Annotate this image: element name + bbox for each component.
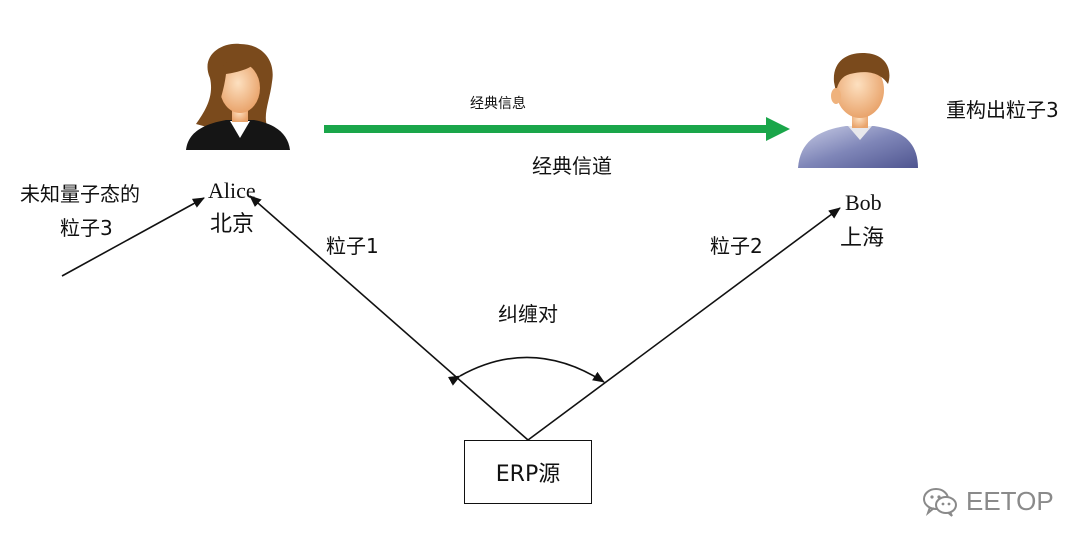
alice-city: 北京 (210, 212, 255, 237)
particle1-arrow (249, 195, 529, 441)
particle3-arrow (61, 197, 205, 277)
entanglement-arc (447, 356, 605, 386)
erp-source-label: ERP源 (495, 462, 561, 487)
particle2-arrow (527, 207, 841, 441)
wechat-icon (923, 487, 957, 517)
reconstruct-label: 重构出粒子3 (946, 98, 1059, 122)
watermark: EETOP (922, 486, 1054, 517)
bob-city: 上海 (840, 226, 885, 251)
alice-avatar (186, 43, 290, 150)
watermark-text: EETOP (966, 486, 1054, 516)
classical-message-label: 经典信息 (470, 96, 526, 112)
particle1-label: 粒子1 (326, 234, 379, 258)
entangled-pair-label: 纠缠对 (498, 302, 558, 326)
erp-source-box: ERP源 (464, 440, 592, 504)
alice-name: Alice (208, 178, 256, 203)
classical-channel-arrow (324, 117, 790, 141)
particle3-label: 粒子3 (60, 216, 113, 240)
unknown-state-label: 未知量子态的 (20, 182, 140, 206)
bob-avatar (798, 53, 918, 168)
particle2-label: 粒子2 (710, 234, 763, 258)
classical-channel-label: 经典信道 (532, 154, 612, 178)
bob-name: Bob (845, 190, 882, 215)
